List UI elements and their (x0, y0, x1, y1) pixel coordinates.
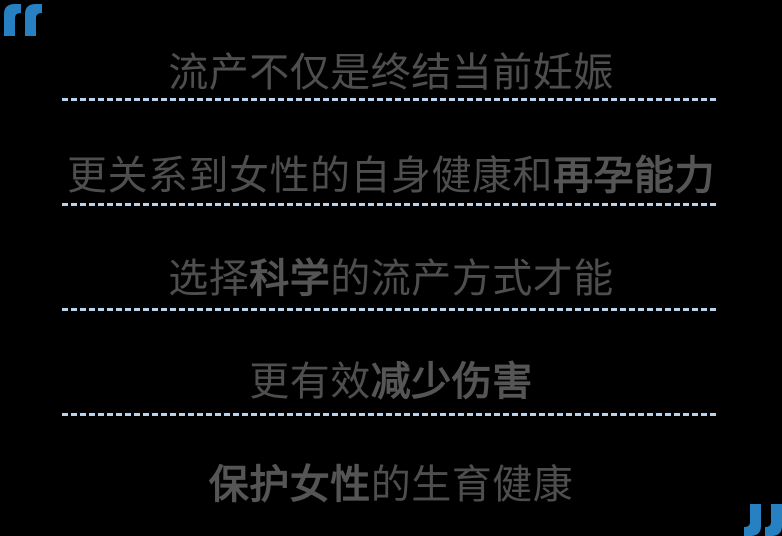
quote-line-2: 更关系到女性的自身健康和再孕能力 (0, 124, 782, 227)
quote-segment-emphasis: 减少伤害 (370, 360, 533, 405)
close-quote-mark-icon (742, 504, 782, 536)
quote-line-4-text: 更有效减少伤害 (249, 360, 533, 404)
quote-line-1: 流产不仅是终结当前妊娠 (0, 21, 782, 124)
dashed-divider (62, 308, 716, 311)
quote-line-5: 保护女性的生育健康 (0, 434, 782, 536)
quote-segment: 的流产方式才能 (330, 257, 614, 301)
quote-line-5-text: 保护女性的生育健康 (209, 463, 574, 507)
quote-segment: 选择 (168, 257, 250, 301)
dashed-divider (62, 98, 716, 101)
dashed-divider (62, 203, 716, 206)
quote-segment: 更有效 (249, 360, 371, 405)
quote-line-1-text: 流产不仅是终结当前妊娠 (168, 51, 614, 95)
quote-segment-emphasis: 科学 (249, 257, 331, 301)
quote-line-2-text: 更关系到女性的自身健康和再孕能力 (67, 154, 715, 198)
quote-segment: 的生育健康 (370, 462, 574, 507)
open-quote-mark-icon (4, 4, 44, 36)
quote-line-3-text: 选择科学的流产方式才能 (168, 257, 614, 301)
quote-segment-emphasis: 再孕能力 (553, 153, 715, 198)
dashed-divider (62, 413, 716, 416)
quote-line-4: 更有效减少伤害 (0, 331, 782, 434)
quote-segment: 更关系到女性的自身健康和 (67, 153, 553, 198)
quote-line-3: 选择科学的流产方式才能 (0, 227, 782, 330)
quote-segment: 流产不仅是终结当前妊娠 (168, 50, 614, 95)
quote-segment-emphasis: 保护女性 (208, 462, 371, 507)
